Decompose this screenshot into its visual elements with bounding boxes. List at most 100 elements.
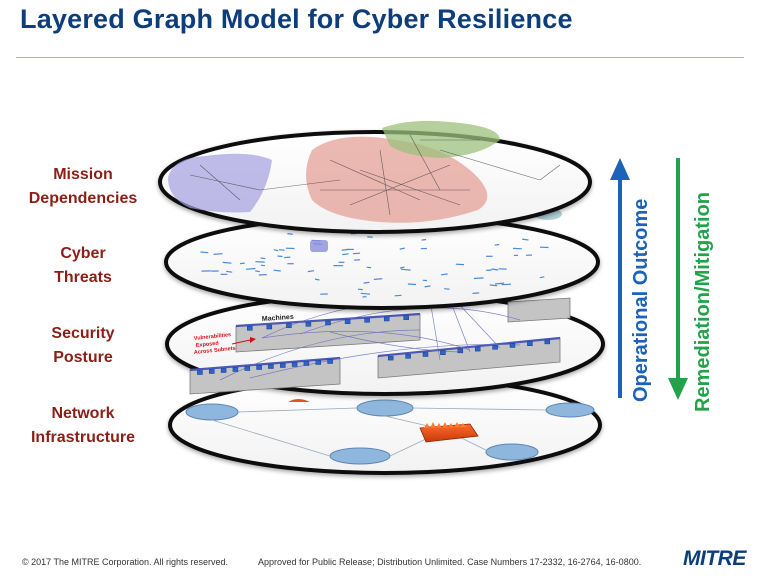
threat-graph-mark xyxy=(440,273,448,276)
machine-nodes xyxy=(197,315,551,375)
mission-region-purple xyxy=(168,153,272,213)
machine-node-icon xyxy=(280,363,286,368)
machine-node-icon xyxy=(303,361,310,366)
remediation-arrow xyxy=(668,158,688,400)
threat-graph-mark xyxy=(353,252,361,255)
threat-graph-mark xyxy=(273,249,279,252)
machine-node-icon xyxy=(474,346,481,352)
threat-graph-mark xyxy=(399,247,405,250)
network-cloud-icon xyxy=(356,399,414,417)
machine-node-icon xyxy=(383,316,390,322)
machine-node-icon xyxy=(544,339,551,345)
layer-label-posture-line1: Security xyxy=(51,325,115,342)
mission-dependencies-layer xyxy=(158,120,592,234)
machine-node-icon xyxy=(220,368,227,373)
machine-node-icon xyxy=(244,366,251,371)
vuln-note-line1: Vulnerabilities xyxy=(194,332,232,342)
threat-graph-mark xyxy=(273,269,281,272)
machine-node-icon xyxy=(325,320,331,326)
title-divider xyxy=(16,57,744,58)
threat-graph-mark xyxy=(284,256,291,259)
threat-cluster xyxy=(310,240,328,252)
network-cloud-icon xyxy=(185,403,239,421)
mission-region-red xyxy=(306,136,488,223)
layer-label-network-line1: Network xyxy=(51,405,115,422)
up-arrow-head xyxy=(610,158,630,180)
mission-graph-edges xyxy=(189,134,561,216)
machine-node-icon xyxy=(405,354,411,359)
threat-graph-mark xyxy=(444,288,450,290)
threat-graph-mark xyxy=(421,238,427,241)
network-infrastructure-layer xyxy=(168,375,602,475)
vuln-note-line2: Exposed xyxy=(196,341,219,349)
machine-node-icon xyxy=(509,343,516,348)
layer-label-mission-line1: Mission xyxy=(53,166,113,183)
layer-label-threats-line1: Cyber xyxy=(60,245,106,262)
down-arrow-head xyxy=(668,378,688,400)
threat-graph-mark xyxy=(400,268,411,271)
network-cloud-icon xyxy=(545,402,595,418)
threat-graph-mark xyxy=(373,278,383,280)
threat-graph-mark xyxy=(360,292,371,295)
machine-node-icon xyxy=(256,365,262,370)
threat-graph-mark xyxy=(342,253,349,256)
threat-graph-mark xyxy=(522,238,529,241)
machine-node-icon xyxy=(286,323,292,328)
threat-graph-mark xyxy=(314,278,320,281)
threat-graph-mark xyxy=(307,270,315,273)
machine-node-icon xyxy=(247,326,253,331)
machine-node-icon xyxy=(232,367,239,372)
subnet-bus-lines xyxy=(189,312,561,372)
subnet-box xyxy=(507,297,571,323)
threat-graph-mark xyxy=(277,255,283,258)
layer-label-threats-line2: Threats xyxy=(54,269,112,286)
machine-node-icon xyxy=(387,355,394,361)
threat-graph-mark xyxy=(287,233,293,235)
vulnerability-note: Vulnerabilities Exposed Across Subnets xyxy=(194,332,236,356)
machine-node-icon xyxy=(344,319,351,324)
machine-node-icon xyxy=(291,362,298,367)
threat-graph-mark xyxy=(489,284,498,287)
threat-graph-mark xyxy=(239,262,245,265)
layer-label-mission-line2: Dependencies xyxy=(28,190,138,207)
firewall-icon xyxy=(419,422,479,443)
threat-graph-mark xyxy=(407,283,417,286)
threat-graph-mark xyxy=(260,257,266,260)
machine-node-icon xyxy=(315,360,322,365)
firewall-icon-small xyxy=(288,399,310,402)
mitre-logo: MITRE xyxy=(683,547,746,570)
threat-graph-mark xyxy=(399,266,405,269)
threat-graph-mark xyxy=(424,285,431,288)
threat-graph-mark xyxy=(539,276,545,279)
network-cloud-icon xyxy=(485,443,539,461)
security-posture-layer: Machines Vulnerabilities Exposed Across … xyxy=(165,292,605,396)
vuln-note-line3: Across Subnets xyxy=(194,346,236,356)
machine-node-icon xyxy=(268,364,274,369)
machine-node-icon xyxy=(266,324,273,330)
network-cloud-icon xyxy=(329,447,391,465)
threat-graph-mark xyxy=(200,251,209,254)
threat-graph-mark xyxy=(394,294,402,297)
machine-node-icon xyxy=(209,369,215,374)
machine-node-icon xyxy=(492,345,498,350)
threat-graph-mark xyxy=(491,268,499,271)
machine-node-icon xyxy=(197,370,203,375)
threat-graph-mark xyxy=(366,266,372,269)
layer-label-posture-line2: Posture xyxy=(53,349,113,366)
machine-node-icon xyxy=(305,322,312,327)
vuln-arrow-head xyxy=(250,337,256,343)
threat-graph-mark xyxy=(245,267,256,270)
layer-label-network: Network Infrastructure xyxy=(8,402,158,450)
machine-node-icon xyxy=(403,315,409,320)
machine-node-icon xyxy=(422,352,429,357)
mission-region-green xyxy=(382,120,500,158)
vuln-arrow xyxy=(231,339,251,345)
copyright-text: © 2017 The MITRE Corporation. All rights… xyxy=(22,557,229,567)
machine-node-icon xyxy=(440,350,446,355)
threat-graph-mark xyxy=(222,261,232,264)
page-title: Layered Graph Model for Cyber Resilience xyxy=(20,4,573,34)
threat-graph-mark xyxy=(363,281,370,284)
threat-graph-mark xyxy=(494,282,505,285)
machines-label: Machines xyxy=(262,314,294,323)
